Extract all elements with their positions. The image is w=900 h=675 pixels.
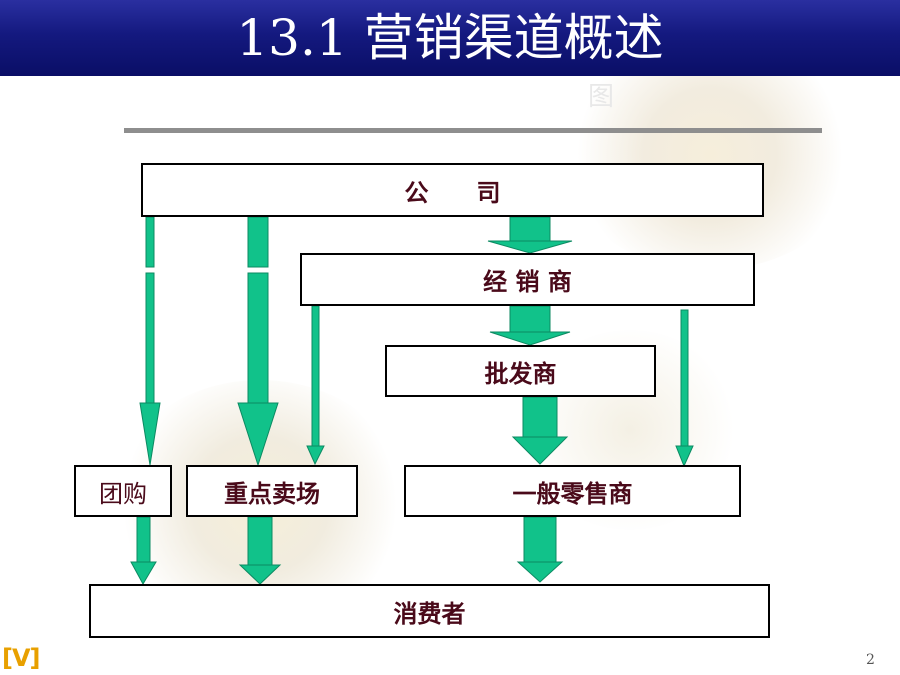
arrow-distributor-keystore <box>311 305 320 447</box>
arrow-keystore-consumer <box>238 564 282 585</box>
slide-title: 13.1 营销渠道概述 <box>236 9 664 67</box>
arrow-wholesaler-retailer <box>511 436 569 465</box>
page-number: 2 <box>866 652 875 668</box>
arrow-company-groupbuy <box>139 402 161 466</box>
arrow-company-groupbuy <box>145 272 155 404</box>
node-general-retailer: 一般零售商 <box>404 465 741 517</box>
node-distributor: 经 销 商 <box>300 253 755 306</box>
arrow-groupbuy-consumer <box>130 561 157 586</box>
arrow-company-distributor <box>509 216 551 242</box>
arrow-company-keystore <box>247 216 269 268</box>
node-wholesaler-label: 批发商 <box>484 359 557 388</box>
logo: [V] <box>2 644 41 672</box>
arrow-wholesaler-retailer <box>522 396 558 438</box>
node-distributor-label: 经 销 商 <box>483 268 572 296</box>
node-wholesaler: 批发商 <box>385 345 656 397</box>
arrow-distributor-retailer <box>675 445 694 468</box>
background-text: 图 <box>588 82 615 112</box>
arrow-retailer-consumer <box>516 561 564 583</box>
title-bar <box>0 0 900 76</box>
node-consumer-label: 消费者 <box>393 599 466 628</box>
title-divider <box>124 128 822 133</box>
arrow-distributor-wholesaler <box>509 305 551 333</box>
arrow-company-keystore <box>237 402 279 467</box>
arrow-distributor-retailer <box>680 309 689 447</box>
arrow-company-groupbuy <box>145 216 155 268</box>
arrow-groupbuy-consumer <box>136 516 151 563</box>
node-key-store-label: 重点卖场 <box>224 479 320 508</box>
arrow-keystore-consumer <box>247 516 273 566</box>
arrow-company-keystore <box>247 272 269 404</box>
node-group-buy: 团购 <box>74 465 172 517</box>
arrow-distributor-keystore <box>306 445 325 466</box>
node-consumer: 消费者 <box>89 584 770 638</box>
arrow-company-distributor <box>487 240 573 254</box>
node-group-buy-label: 团购 <box>99 479 147 508</box>
arrow-distributor-wholesaler <box>489 331 571 346</box>
node-key-store: 重点卖场 <box>186 465 358 517</box>
node-company: 公 司 <box>141 163 764 217</box>
node-company-label: 公 司 <box>404 178 501 207</box>
arrow-retailer-consumer <box>523 516 557 563</box>
node-general-retailer-label: 一般零售商 <box>512 479 633 508</box>
